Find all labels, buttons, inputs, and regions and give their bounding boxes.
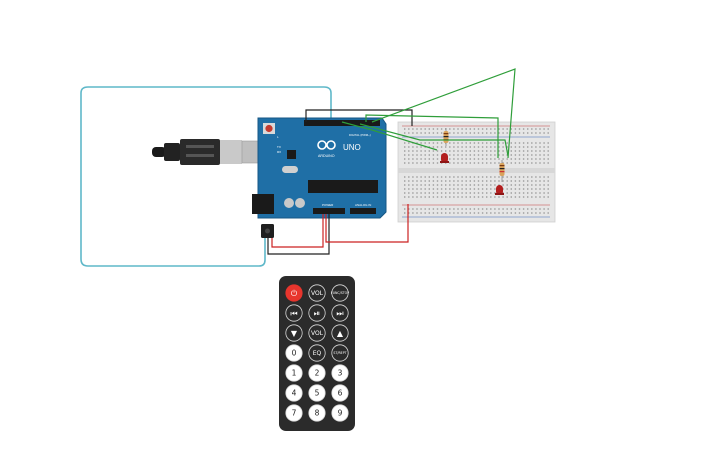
remote-button-power[interactable]: ⏻ <box>285 284 303 302</box>
ir-remote[interactable]: ⏻ VOL FUNC/STOP ⏮ ⏯ ⏭ ▼ VOL ▲ 0 EQ ST/REPT 1 2 3 4 5 6 7 8 9 <box>279 276 355 431</box>
wire-red-rail <box>325 204 409 243</box>
breadboard-holes <box>404 128 549 214</box>
arduino-board[interactable]: ARDUINO UNO DIGITAL (PWM~) POWER ANALOG … <box>252 117 387 219</box>
remote-button-label: 6 <box>338 389 343 398</box>
power-label: POWER <box>322 203 334 207</box>
wire-green-2 <box>371 68 516 159</box>
rx-label: RX <box>277 150 281 154</box>
remote-button-label: VOL <box>311 330 324 337</box>
remote-button-label: ⏭ <box>336 309 343 318</box>
remote-button-2-0[interactable]: ▼ <box>285 324 303 342</box>
wire-green-1 <box>365 114 499 158</box>
analog-label: ANALOG IN <box>355 203 371 207</box>
breadboard[interactable] <box>397 121 556 223</box>
board-brand: ARDUINO <box>318 154 335 158</box>
remote-button-4-0[interactable]: 1 <box>285 364 303 382</box>
remote-button-label: 8 <box>315 409 320 418</box>
remote-button-label: 0 <box>292 349 297 358</box>
remote-button-label: 2 <box>315 369 320 378</box>
remote-button-label: ST/REPT <box>333 351 346 355</box>
wires <box>267 68 516 255</box>
remote-button-label: ▲ <box>337 329 344 338</box>
analog-header <box>350 208 376 214</box>
atmega-chip <box>308 180 378 193</box>
power-header <box>313 208 345 214</box>
remote-button-2-1[interactable]: VOL <box>308 324 326 342</box>
remote-button-label: 3 <box>338 369 343 378</box>
remote-button-4-2[interactable]: 3 <box>331 364 349 382</box>
remote-button-1-0[interactable]: ⏮ <box>285 304 303 322</box>
resistor-2 <box>499 160 505 182</box>
digital-label: DIGITAL (PWM~) <box>349 133 371 137</box>
remote-buttons: ⏻ VOL FUNC/STOP ⏮ ⏯ ⏭ ▼ VOL ▲ 0 EQ ST/REPT 1 2 3 4 5 6 7 8 9 <box>285 284 349 422</box>
remote-button-5-2[interactable]: 6 <box>331 384 349 402</box>
remote-button-label: 9 <box>338 409 343 418</box>
led-1[interactable] <box>440 153 449 163</box>
ir-receiver[interactable] <box>261 224 274 238</box>
wire-black-gnd <box>267 214 330 255</box>
remote-button-5-0[interactable]: 4 <box>285 384 303 402</box>
remote-button-0-1[interactable]: VOL <box>308 284 326 302</box>
remote-button-label: ⏯ <box>314 309 320 318</box>
l-label: L <box>277 135 279 139</box>
remote-button-label: ⏻ <box>291 289 298 298</box>
remote-button-5-1[interactable]: 5 <box>308 384 326 402</box>
arduino-logo-icon <box>317 140 336 150</box>
board-model: UNO <box>343 143 361 152</box>
remote-button-3-1[interactable]: EQ <box>308 344 326 362</box>
remote-button-2-2[interactable]: ▲ <box>331 324 349 342</box>
remote-button-label: 5 <box>315 389 320 398</box>
remote-button-3-2[interactable]: ST/REPT <box>331 344 349 362</box>
usb-cable <box>80 86 332 267</box>
tx-label: TX <box>277 145 281 149</box>
remote-button-label: ▼ <box>291 329 298 338</box>
usb-plug <box>152 139 273 165</box>
remote-button-label: EQ <box>313 350 322 357</box>
remote-button-label: FUNC/STOP <box>331 291 349 295</box>
wire-green-4 <box>359 123 509 157</box>
power-jack <box>252 194 274 214</box>
remote-button-0-2[interactable]: FUNC/STOP <box>331 284 349 302</box>
remote-button-3-0[interactable]: 0 <box>285 344 303 362</box>
remote-button-label: 7 <box>292 409 297 418</box>
remote-button-4-1[interactable]: 2 <box>308 364 326 382</box>
led-2[interactable] <box>495 185 504 195</box>
remote-button-6-0[interactable]: 7 <box>285 404 303 422</box>
remote-button-1-2[interactable]: ⏭ <box>331 304 349 322</box>
remote-button-1-1[interactable]: ⏯ <box>308 304 326 322</box>
remote-button-6-1[interactable]: 8 <box>308 404 326 422</box>
wire-green-3 <box>341 121 438 151</box>
wire-black-top <box>305 109 413 126</box>
remote-button-label: 4 <box>292 389 297 398</box>
digital-header <box>304 120 380 126</box>
wire-red-5v <box>271 214 324 248</box>
remote-button-label: 1 <box>292 369 297 378</box>
remote-button-label: ⏮ <box>290 309 297 318</box>
remote-button-label: VOL <box>311 290 324 297</box>
remote-button-6-2[interactable]: 9 <box>331 404 349 422</box>
